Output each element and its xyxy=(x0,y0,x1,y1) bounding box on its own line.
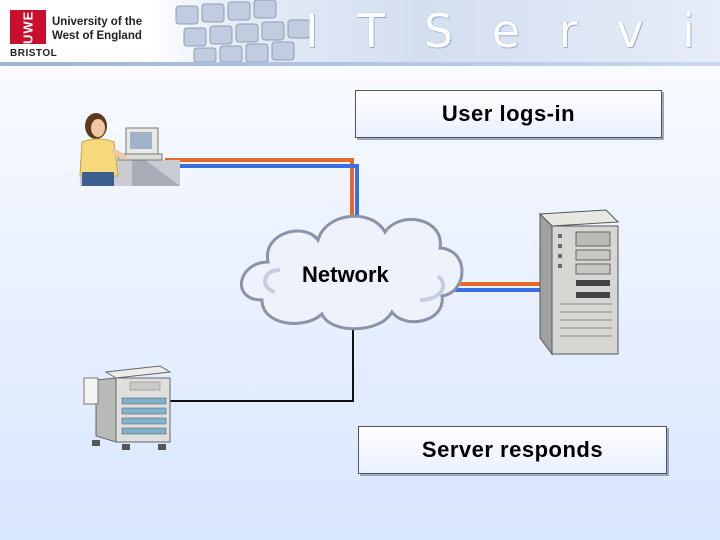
server-responds-box: Server responds xyxy=(358,426,667,474)
printer-copier-icon xyxy=(83,365,172,450)
connection-lines xyxy=(165,158,540,402)
page-title: I T S e r v i c e s xyxy=(305,4,720,58)
header-divider xyxy=(0,62,720,66)
network-label: Network xyxy=(302,262,389,287)
keyboard-keys-decoration xyxy=(175,0,311,62)
user-at-computer-icon xyxy=(79,113,180,186)
logo-text-line1: University of the xyxy=(52,16,143,28)
user-to-network-blue-line xyxy=(165,164,359,232)
uwe-logo: UWE University of the West of England BR… xyxy=(8,8,168,60)
header-banner: UWE University of the West of England BR… xyxy=(0,0,720,66)
network-to-printer-line xyxy=(168,322,354,402)
logo-bristol: BRISTOL xyxy=(10,48,58,59)
logo-text-line2: West of England xyxy=(52,30,142,42)
user-logs-in-box: User logs-in xyxy=(355,90,662,138)
user-to-network-orange-line xyxy=(165,158,354,230)
server-tower-icon xyxy=(538,209,620,356)
network-cloud-icon xyxy=(239,214,464,331)
